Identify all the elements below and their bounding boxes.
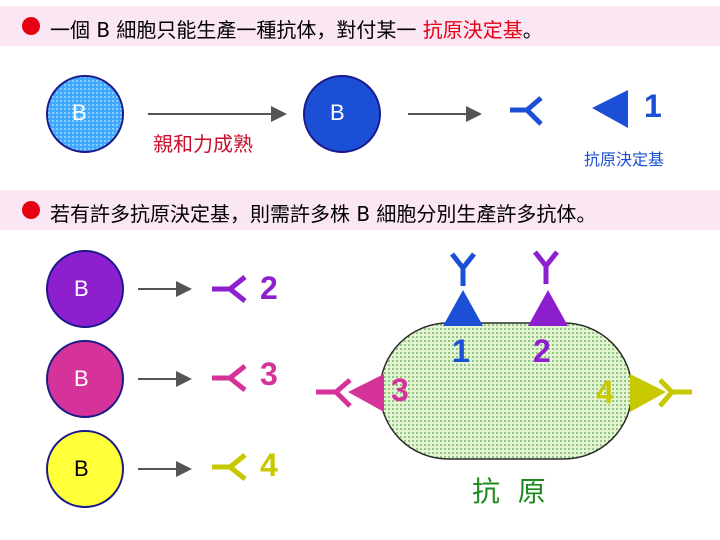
bullet-icon [22,17,40,35]
antigen-epitope-3 [348,374,384,412]
epitope-1-shape [592,90,628,128]
antigen-epitope-4 [630,374,666,412]
b-cell-naive-label: B [72,100,87,125]
antigen-antibody-2-icon [533,250,559,284]
b-cell-3-label: B [74,366,89,391]
antibody-4-icon [212,453,247,481]
antigen-body [379,322,633,460]
antigen-epitope-1 [443,290,483,326]
b-cell-mature [303,75,381,153]
b-cell-4 [46,430,124,508]
antigen-epitope-2-number: 2 [533,333,551,369]
header-banner-1: 一個 B 細胞只能生產一種抗体，對付某一 抗原決定基。 [0,6,720,46]
header-1-text: 一個 B 細胞只能生產一種抗体，對付某一 抗原決定基。 [50,14,543,43]
antibody-1-icon [510,96,543,126]
antigen-antibody-3-icon [316,378,352,408]
antibody-3-icon [212,364,247,392]
header-1-suffix: 。 [522,18,543,42]
antigen-label: 抗 原 [472,475,546,508]
b-cell-4-label: B [74,456,89,481]
b-cell-2 [46,250,124,328]
epitope-1-number: 1 [644,88,662,124]
b-cell-naive [46,75,124,153]
header-1-prefix: 一個 B 細胞只能生產一種抗体，對付某一 [50,18,423,42]
header-banner-2: 若有許多抗原決定基，則需許多株 B 細胞分別生產許多抗体。 [0,190,720,230]
header-1-highlight: 抗原決定基 [422,18,523,42]
maturation-label: 親和力成熟 [153,132,253,156]
antigen-epitope-3-number: 3 [391,372,409,408]
antigen-epitope-4-number: 4 [596,374,614,410]
epitope-caption: 抗原決定基 [584,150,665,169]
b-cell-mature-label: B [330,100,345,125]
header-2-text: 若有許多抗原決定基，則需許多株 B 細胞分別生產許多抗体。 [50,202,597,226]
antibody-3-number: 3 [260,356,278,392]
b-cell-2-label: B [74,276,89,301]
antibody-2-number: 2 [260,270,278,306]
bullet-icon [22,201,40,219]
antigen-epitope-2 [528,290,568,326]
antigen-antibody-4-icon [658,378,692,408]
antibody-4-number: 4 [260,447,278,483]
b-cell-3 [46,340,124,418]
antigen-epitope-1-number: 1 [452,333,470,369]
antibody-2-icon [212,275,247,303]
antigen-antibody-1-icon [450,252,476,286]
